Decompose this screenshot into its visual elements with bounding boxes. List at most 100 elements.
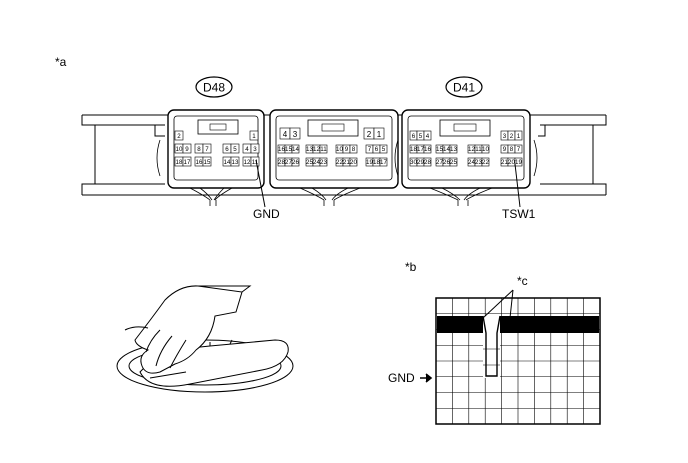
- d41-pin-number: 7: [517, 146, 521, 153]
- d48-pin-number: 7: [205, 146, 209, 153]
- d48-pin-number: 10: [176, 146, 183, 153]
- d41-pin-number: 10: [482, 146, 489, 153]
- d48-pin-number: 18: [176, 159, 183, 166]
- d48-pin-number: 16: [196, 159, 203, 166]
- middle-pin-cell: [289, 127, 301, 140]
- middle-pin-cell: [319, 157, 328, 167]
- d48-pin-number: 2: [177, 133, 181, 140]
- signal-dip-mask: [483, 316, 500, 378]
- middle-pin-number: 14: [292, 146, 299, 153]
- middle-pin-number: 6: [375, 146, 379, 153]
- tsw1-leader-line: [514, 163, 521, 208]
- d41-pin-number: 3: [503, 133, 507, 140]
- middle-pin-number: 18: [373, 159, 380, 166]
- d41-pin-cell: [423, 130, 432, 141]
- d41-pin-number: 11: [475, 146, 482, 153]
- callout-c-line-2: [509, 289, 514, 319]
- middle-pin-number: 23: [320, 159, 327, 166]
- middle-pin-number: 5: [382, 146, 386, 153]
- middle-pin-number: 26: [292, 159, 299, 166]
- d48-pin-number: 11: [252, 159, 259, 166]
- d48-label: D48: [203, 81, 225, 95]
- middle-pin-cell: [291, 144, 300, 154]
- middle-pin-number: 9: [345, 146, 349, 153]
- d41-pin-number: 15: [436, 146, 443, 153]
- d41-pin-number: 4: [426, 133, 430, 140]
- d41-pin-number: 16: [424, 146, 431, 153]
- d41-pin-number: 30: [410, 159, 417, 166]
- d48-pin-number: 9: [185, 146, 189, 153]
- middle-latch: [307, 119, 359, 137]
- middle-pin-number: 7: [368, 146, 372, 153]
- middle-pin-number: 19: [366, 159, 373, 166]
- d48-pin-cell: [250, 143, 260, 154]
- d48-label-group: D48: [195, 76, 233, 98]
- d41-label-group: D41: [445, 76, 483, 98]
- gnd-pin-label: GND: [253, 207, 280, 221]
- d41-pin-number: 1: [517, 133, 521, 140]
- d48-pin-cell: [230, 156, 240, 167]
- d48-pin-cell: [174, 130, 184, 141]
- middle-pin-cell: [319, 144, 328, 154]
- d41-pin-cell: [514, 144, 523, 154]
- figure-b-label: *b: [405, 260, 417, 274]
- middle-pin-number: 3: [293, 130, 298, 139]
- d48-pin-cell: [202, 156, 212, 167]
- d41-pin-number: 28: [424, 159, 431, 166]
- d41-pin-number: 21: [501, 159, 508, 166]
- middle-pin-cell: [379, 157, 388, 167]
- d41-pin-number: 17: [417, 146, 424, 153]
- d41-pin-number: 29: [417, 159, 424, 166]
- d41-pin-cell: [423, 144, 432, 154]
- middle-pin-number: 8: [352, 146, 356, 153]
- middle-pin-cell: [349, 144, 358, 154]
- d41-pin-number: 12: [468, 146, 475, 153]
- d41-pin-cell: [481, 144, 490, 154]
- d48-pin-cell: [249, 130, 259, 141]
- d48-pin-number: 1: [252, 133, 256, 140]
- callout-c-line-1: [482, 289, 514, 319]
- d41-pin-cell: [449, 144, 458, 154]
- d48-latch: [197, 119, 239, 135]
- d41-pin-number: 20: [508, 159, 515, 166]
- middle-pin-number: 27: [285, 159, 292, 166]
- middle-pin-number: 4: [283, 130, 288, 139]
- d41-pin-number: 5: [419, 133, 423, 140]
- d41-pin-number: 18: [410, 146, 417, 153]
- d48-pin-number: 15: [204, 159, 211, 166]
- figure-a-label: *a: [55, 55, 67, 69]
- middle-pin-number: 25: [306, 159, 313, 166]
- d41-pin-number: 14: [443, 146, 450, 153]
- middle-pin-number: 12: [313, 146, 320, 153]
- door-handle-illustration: [116, 285, 294, 393]
- d48-pin-number: 3: [253, 146, 257, 153]
- middle-pin-cell: [373, 127, 385, 140]
- middle-pin-number: 17: [380, 159, 387, 166]
- d41-pin-cell: [481, 157, 490, 167]
- dip-grid-restore: [483, 348, 500, 366]
- d41-latch: [439, 119, 491, 137]
- d41-pin-cell: [423, 157, 432, 167]
- middle-pin-number: 11: [320, 146, 327, 153]
- oscilloscope-screen: [435, 297, 601, 425]
- d48-pin-number: 12: [244, 159, 251, 166]
- middle-pin-number: 20: [350, 159, 357, 166]
- d48-pin-cell: [182, 156, 192, 167]
- d48-pin-number: 17: [184, 159, 191, 166]
- d41-pin-number: 13: [450, 146, 457, 153]
- d48-pin-number: 6: [225, 146, 229, 153]
- wire-bundles: [189, 187, 493, 206]
- d48-pin-number: 4: [245, 146, 249, 153]
- d41-pin-cell: [514, 130, 523, 141]
- middle-pin-cell: [379, 144, 388, 154]
- d41-label-oval: [445, 76, 483, 98]
- d48-pin-cell: [250, 156, 260, 167]
- d41-pin-number: 27: [436, 159, 443, 166]
- d41-pin-number: 2: [510, 133, 514, 140]
- d48-pin-number: 8: [197, 146, 201, 153]
- middle-pin-number: 16: [278, 146, 285, 153]
